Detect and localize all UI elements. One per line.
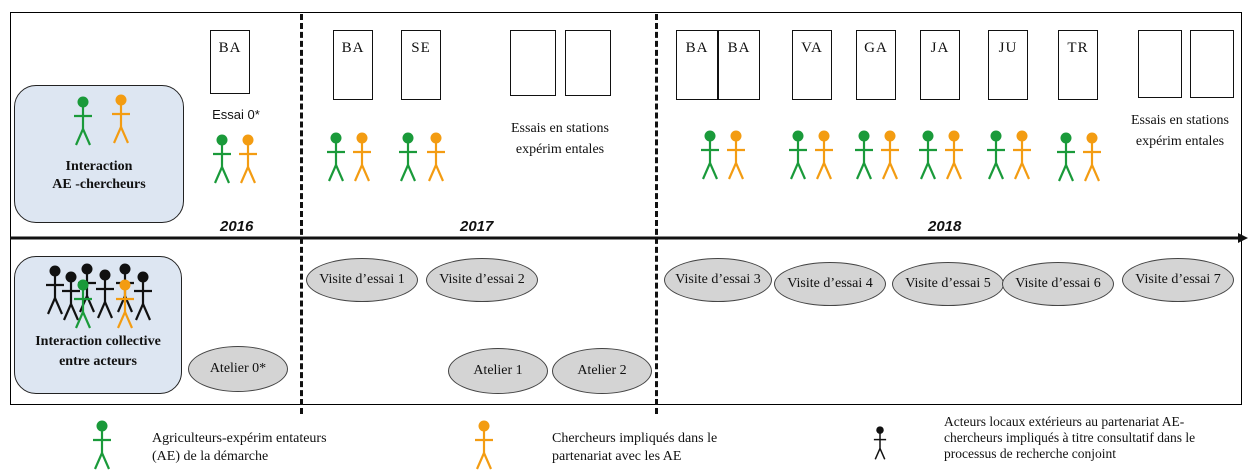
workshop: Atelier 1: [448, 348, 548, 394]
legend-farmers: Agriculteurs-expérim entateurs (AE) de l…: [152, 431, 327, 464]
legend-external: Acteurs locaux extérieurs au partenariat…: [944, 414, 1196, 461]
trial-plot: BA: [210, 30, 250, 94]
trial-plot: [1190, 30, 1234, 98]
trial-plot: GA: [856, 30, 896, 100]
farmer-icon: [918, 130, 938, 180]
trial-plot: TR: [1058, 30, 1098, 100]
stations-note: Essais en stations expérim entales: [1131, 113, 1229, 149]
year-label: 2018: [928, 218, 962, 235]
collective-interaction-box: Interaction collective entre acteurs: [14, 256, 182, 394]
trial-plot: JU: [988, 30, 1028, 100]
trial-visit: Visite d’essai 4: [774, 262, 886, 306]
trial-plot: [1138, 30, 1182, 98]
farmer-icon: [73, 279, 93, 329]
ae-researcher-interaction-box: Interaction AE -chercheurs: [14, 85, 184, 223]
trial-visit: Visite d’essai 3: [664, 258, 772, 302]
researcher-icon: [726, 130, 746, 180]
farmer-icon: [788, 130, 808, 180]
farmer-icon: [854, 130, 874, 180]
year-label: 2016: [220, 218, 254, 235]
researcher-icon: [352, 132, 372, 182]
farmer-icon: [326, 132, 346, 182]
external-actor-icon: [95, 269, 115, 319]
trial-visit: Visite d’essai 6: [1002, 262, 1114, 306]
researcher-icon: [1012, 130, 1032, 180]
farmer-icon: [986, 130, 1006, 180]
researcher-icon: [944, 130, 964, 180]
workshop: Atelier 0*: [188, 346, 288, 392]
farmer-legend-icon: [92, 420, 112, 470]
farmer-icon: [398, 132, 418, 182]
farmer-icon: [1056, 132, 1076, 182]
researcher-icon: [115, 279, 135, 329]
researcher-icon: [111, 94, 131, 144]
trial-visit: Visite d’essai 5: [892, 262, 1004, 306]
side-label: Interaction collective: [35, 334, 161, 349]
trial-plot: BA: [333, 30, 373, 100]
researcher-icon: [814, 130, 834, 180]
researcher-legend-icon: [474, 420, 494, 470]
trial-plot: BA: [676, 30, 718, 100]
trial-plot: SE: [401, 30, 441, 100]
external-actor-icon: [133, 271, 153, 321]
trial-plot: [565, 30, 611, 96]
trial-visit: Visite d’essai 1: [306, 258, 418, 302]
year-label: 2017: [460, 218, 494, 235]
legend-researchers: Chercheurs impliqués dans le partenariat…: [552, 431, 718, 464]
side-label: Interaction: [65, 159, 133, 174]
researcher-icon: [238, 134, 258, 184]
year-separator-2016-2017: [300, 14, 303, 414]
diagram-frame: [10, 12, 1242, 405]
researcher-icon: [426, 132, 446, 182]
side-label: AE -chercheurs: [52, 177, 146, 192]
stations-note: Essais en stations expérim entales: [511, 121, 609, 157]
farmer-icon: [73, 96, 93, 146]
farmer-icon: [700, 130, 720, 180]
external-legend-icon: [873, 426, 887, 460]
timeline-arrow: [10, 233, 1248, 243]
trial-plot: [510, 30, 556, 96]
side-label: entre acteurs: [59, 354, 137, 369]
researcher-icon: [880, 130, 900, 180]
trial-plot: VA: [792, 30, 832, 100]
farmer-icon: [212, 134, 232, 184]
researcher-icon: [1082, 132, 1102, 182]
trial-plot: JA: [920, 30, 960, 100]
trial-visit: Visite d’essai 7: [1122, 258, 1234, 302]
workshop: Atelier 2: [552, 348, 652, 394]
year-separator-2017-2018: [655, 14, 658, 414]
trial-plot: BA: [718, 30, 760, 100]
trial-visit: Visite d’essai 2: [426, 258, 538, 302]
essai-0-label: Essai 0*: [212, 107, 260, 122]
